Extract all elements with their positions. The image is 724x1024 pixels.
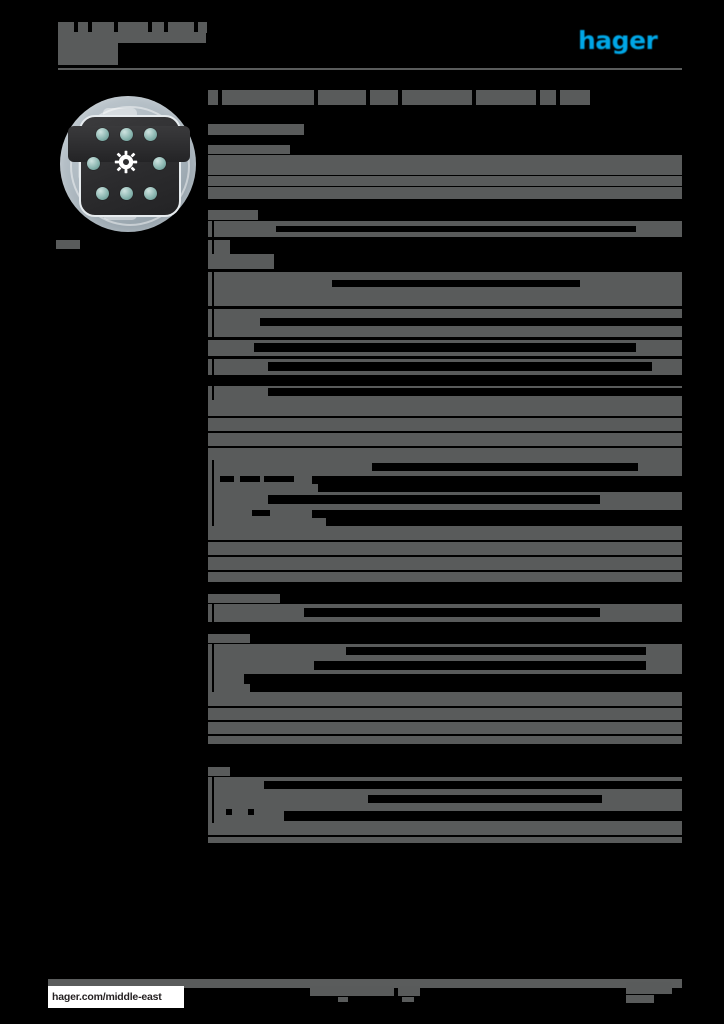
section-connection: [208, 593, 682, 622]
section-technical-data: [208, 209, 682, 375]
section-heading: [208, 209, 682, 221]
spec-row: [208, 644, 682, 658]
spec-row: [208, 658, 682, 674]
spec-row: [208, 386, 682, 400]
hager-logo-text: hager: [578, 26, 658, 55]
spec-row: [208, 474, 682, 492]
terminal-screw: [153, 157, 166, 170]
terminal-screw: [120, 128, 133, 141]
spec-row: [208, 460, 682, 474]
footer-url-link[interactable]: hager.com/middle-east: [48, 986, 184, 1008]
spec-row: [208, 492, 682, 508]
section-overview: [208, 144, 682, 199]
spec-row: [208, 807, 682, 823]
spec-row: [208, 508, 682, 526]
product-datasheet-content: [208, 88, 682, 843]
terminal-screw: [120, 187, 133, 200]
section-heading: [208, 144, 682, 155]
paragraph-block: [208, 400, 682, 460]
main-heading: [208, 88, 682, 108]
mounting-tab-top: [103, 108, 137, 119]
spec-row: [208, 272, 682, 306]
spec-row: [208, 793, 682, 807]
main-subheading: [208, 122, 682, 137]
paragraph-block: [208, 526, 682, 582]
page-footer: [0, 975, 724, 1020]
terminal-screw: [87, 157, 100, 170]
product-image: [52, 88, 204, 240]
section-heading: [208, 633, 682, 644]
product-inner-ring: [70, 106, 190, 226]
section-heading: [208, 766, 682, 777]
spec-row: [208, 340, 682, 356]
spec-row: [208, 604, 682, 622]
spec-row: [208, 240, 682, 254]
header-divider: [58, 68, 682, 70]
spec-row: [208, 674, 682, 692]
footer-url-text: hager.com/middle-east: [52, 991, 162, 1003]
terminal-screw: [96, 128, 109, 141]
hager-logo: hager: [578, 28, 682, 54]
section-dimensions: [208, 633, 682, 744]
page-header: hager: [0, 0, 724, 72]
spec-row: [208, 777, 682, 793]
paragraph-block: [208, 823, 682, 843]
paragraph-block: [208, 155, 682, 199]
footer-divider: [48, 979, 682, 988]
spec-row: [208, 309, 682, 337]
section-heading: [208, 593, 682, 604]
section-accessories: [208, 766, 682, 843]
terminal-screw: [144, 128, 157, 141]
spec-row: [208, 359, 682, 375]
gear-icon: [114, 150, 138, 174]
spec-row: [208, 254, 682, 269]
spec-row: [208, 221, 682, 237]
paragraph-block: [208, 692, 682, 744]
terminal-screw: [144, 187, 157, 200]
terminal-screw: [96, 187, 109, 200]
section-characteristics: [208, 386, 682, 582]
